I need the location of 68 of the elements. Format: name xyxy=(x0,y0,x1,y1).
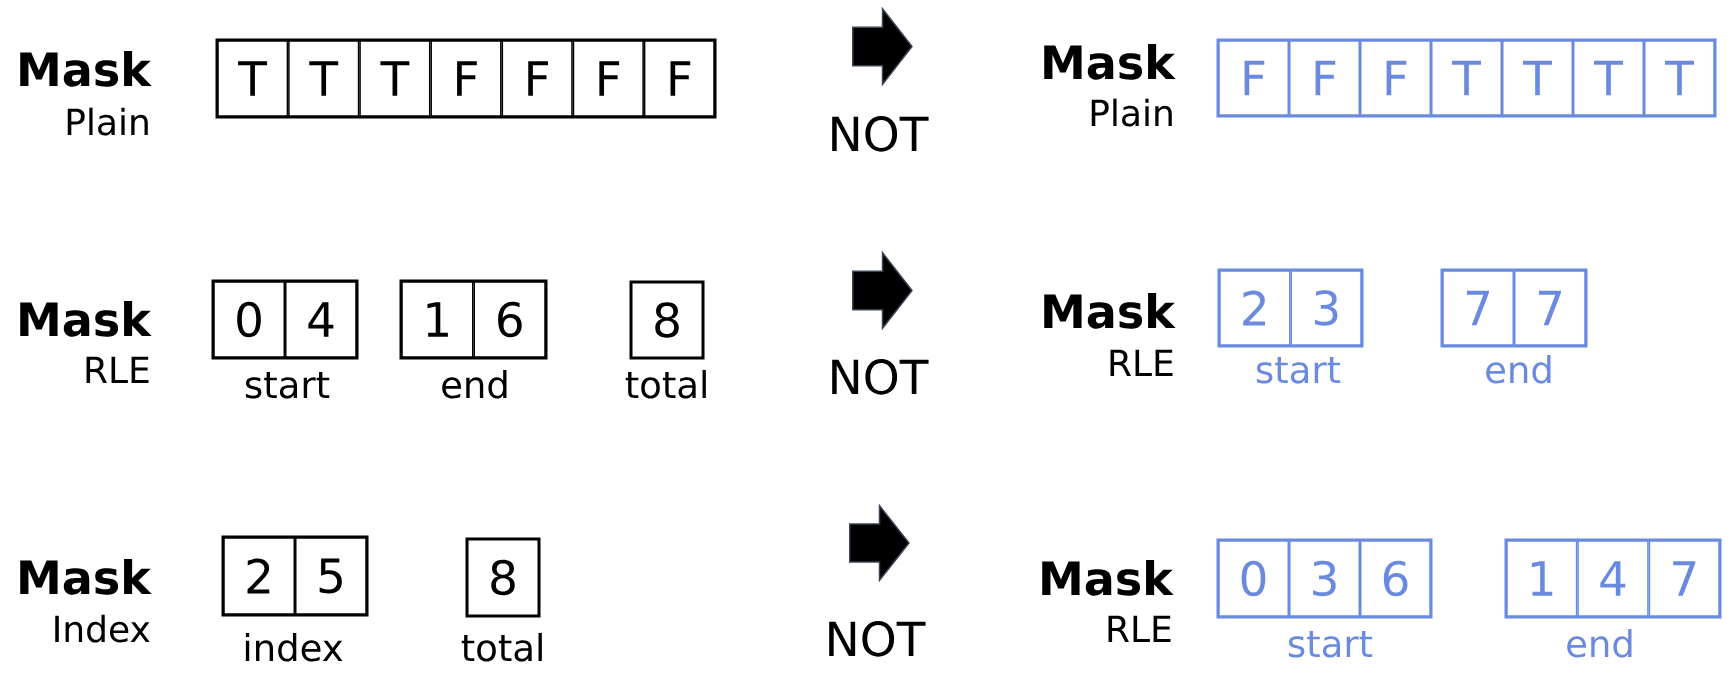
array-box xyxy=(221,535,369,617)
array-caption: index xyxy=(245,632,343,662)
array-caption: start xyxy=(1256,357,1341,384)
array-cell: 7 xyxy=(1442,270,1514,346)
row-heading: Mask xyxy=(20,51,152,87)
row-subheading: Index xyxy=(55,614,150,643)
array-box xyxy=(1504,538,1722,619)
array-cell: 1 xyxy=(1506,540,1578,617)
block-arrow xyxy=(852,6,913,87)
array-cell: T xyxy=(217,40,289,117)
row-subheading: RLE xyxy=(1108,615,1171,642)
array-caption: start xyxy=(245,372,330,399)
array-cell: 2 xyxy=(223,537,295,615)
array-box xyxy=(1217,268,1364,348)
array-cell: F xyxy=(430,40,502,117)
array-cell: F xyxy=(1218,40,1289,116)
array-caption: end xyxy=(1567,628,1632,658)
array-box xyxy=(1440,268,1588,348)
array-cell: T xyxy=(1644,40,1715,116)
operation-label: NOT xyxy=(832,359,929,395)
array-cell: 0 xyxy=(1218,540,1289,617)
array-caption: total xyxy=(625,369,706,399)
row-subheading: RLE xyxy=(86,356,149,383)
array-cell: 4 xyxy=(285,281,357,358)
array-cell: T xyxy=(1502,40,1573,116)
row-subheading: Plain xyxy=(1091,98,1172,127)
array-cell: 6 xyxy=(473,281,546,358)
array-cell: F xyxy=(1289,40,1360,116)
row-heading: Mask xyxy=(1042,560,1174,596)
row-heading: Mask xyxy=(1044,293,1176,329)
array-cell: 3 xyxy=(1289,540,1360,617)
operation-label: NOT xyxy=(832,116,929,152)
block-arrow xyxy=(849,503,910,583)
array-cell: F xyxy=(572,40,644,117)
array-box xyxy=(1216,38,1717,118)
array-box xyxy=(1216,538,1433,619)
row-subheading: Plain xyxy=(67,107,148,136)
value-box: 8 xyxy=(629,280,705,360)
array-cell: T xyxy=(1431,40,1502,116)
row-heading: Mask xyxy=(20,559,152,595)
array-cell: 0 xyxy=(213,281,285,358)
array-box xyxy=(211,279,359,360)
row-heading: Mask xyxy=(1044,44,1176,80)
array-box xyxy=(215,38,717,119)
array-cell: T xyxy=(288,40,360,117)
operation-label: NOT xyxy=(829,621,926,657)
array-box xyxy=(399,279,548,360)
array-cell: 2 xyxy=(1219,270,1291,346)
array-cell: 3 xyxy=(1290,270,1362,346)
array-cell: 1 xyxy=(401,281,474,358)
array-cell: 5 xyxy=(295,537,367,615)
array-caption: end xyxy=(1486,354,1551,384)
array-cell: F xyxy=(501,40,573,117)
array-cell: 7 xyxy=(1648,540,1720,617)
row-heading: Mask xyxy=(20,301,152,337)
array-caption: end xyxy=(442,369,507,399)
array-cell: 7 xyxy=(1514,270,1586,346)
array-cell: T xyxy=(359,40,431,117)
row-subheading: RLE xyxy=(1110,349,1173,376)
value-box: 8 xyxy=(465,537,541,618)
array-cell: 4 xyxy=(1577,540,1649,617)
array-cell: T xyxy=(1573,40,1644,116)
array-caption: start xyxy=(1288,631,1373,658)
array-cell: F xyxy=(1360,40,1431,116)
array-cell: F xyxy=(643,40,715,117)
block-arrow xyxy=(852,250,913,331)
array-cell: 6 xyxy=(1360,540,1431,617)
array-caption: total xyxy=(461,632,542,662)
